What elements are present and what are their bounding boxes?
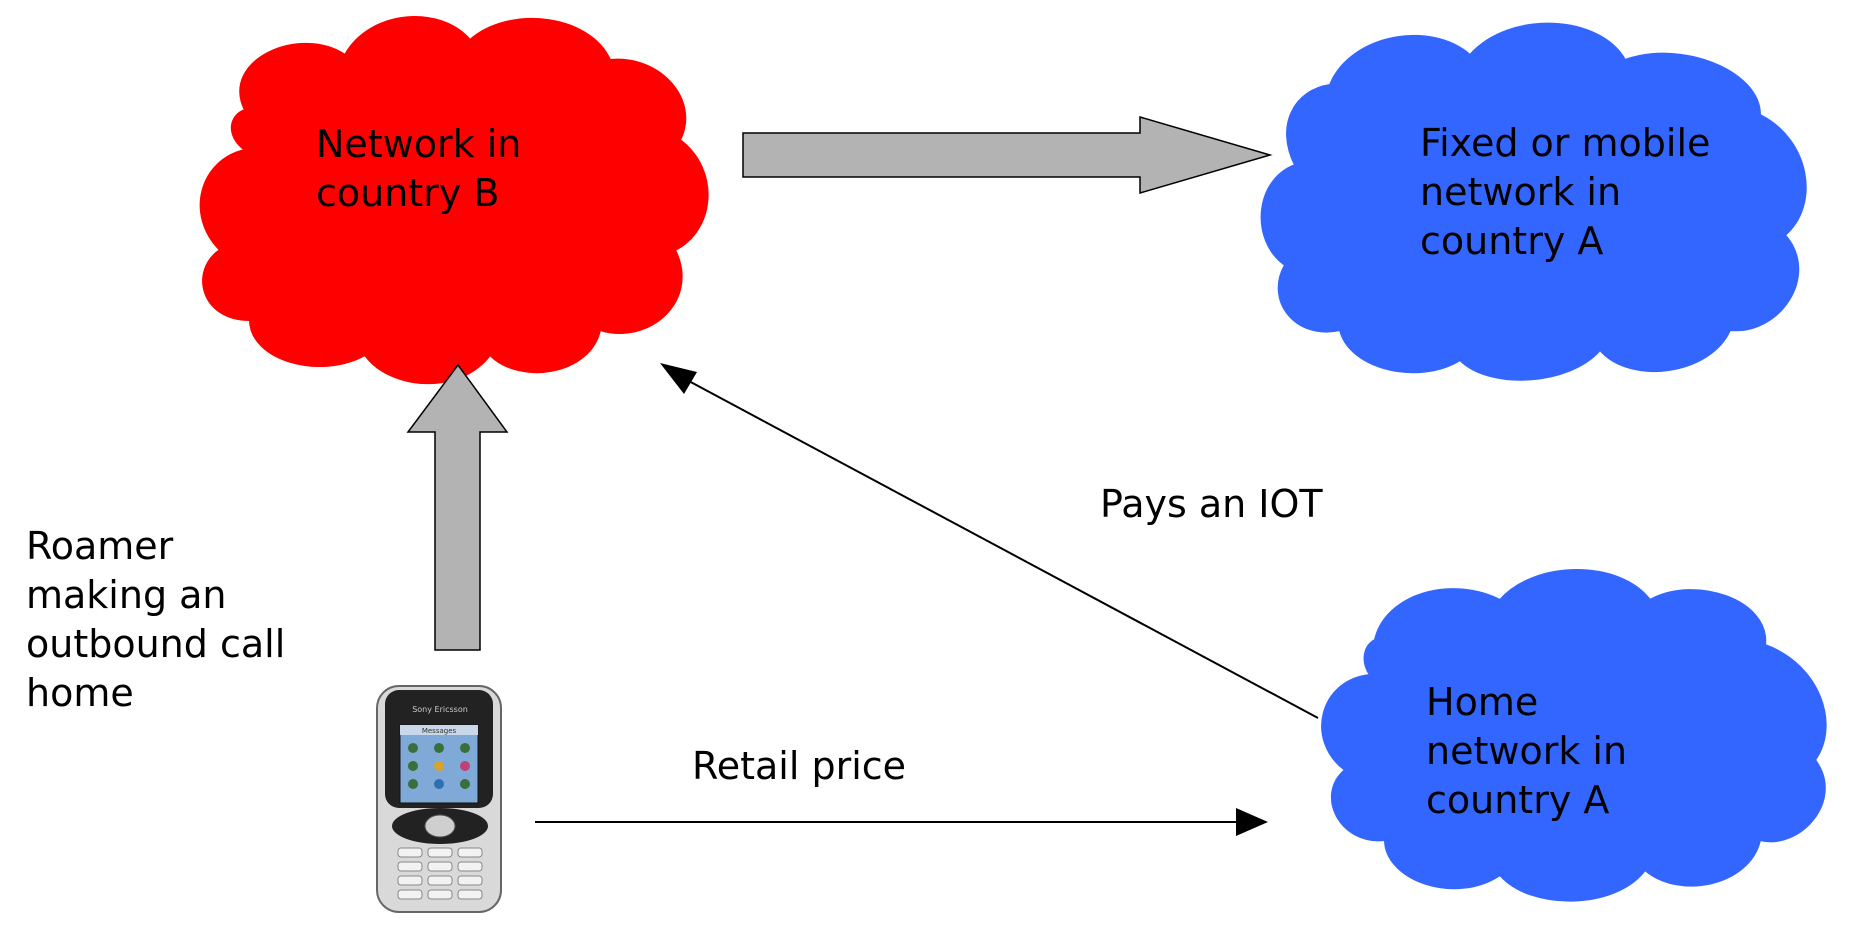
- cloud-home-network-a: [1321, 569, 1827, 902]
- label-retail-price: Retail price: [692, 744, 907, 788]
- label-network-b: Network in country B: [316, 122, 522, 215]
- label-pays-iot: Pays an IOT: [1100, 482, 1323, 526]
- arrow-pays-iot-head: [660, 363, 697, 394]
- cloud-fixed-mobile-a: [1260, 22, 1807, 381]
- block-arrow-phone-to-b: [406, 363, 509, 651]
- mobile-phone-icon: Sony Ericsson Messages: [376, 685, 502, 913]
- cloud-network-b: [199, 16, 709, 385]
- label-fixed-mobile-a: Fixed or mobile network in country A: [1420, 121, 1711, 263]
- phone-brand: Sony Ericsson: [412, 705, 468, 714]
- block-arrow-b-to-fixed-a: [742, 115, 1273, 195]
- arrow-pays-iot: [671, 371, 1319, 719]
- arrow-retail-price-head: [1236, 808, 1268, 836]
- label-roamer: Roamer making an outbound call home: [26, 524, 286, 715]
- phone-screen-title: Messages: [422, 727, 457, 735]
- label-home-network-a: Home network in country A: [1426, 680, 1628, 822]
